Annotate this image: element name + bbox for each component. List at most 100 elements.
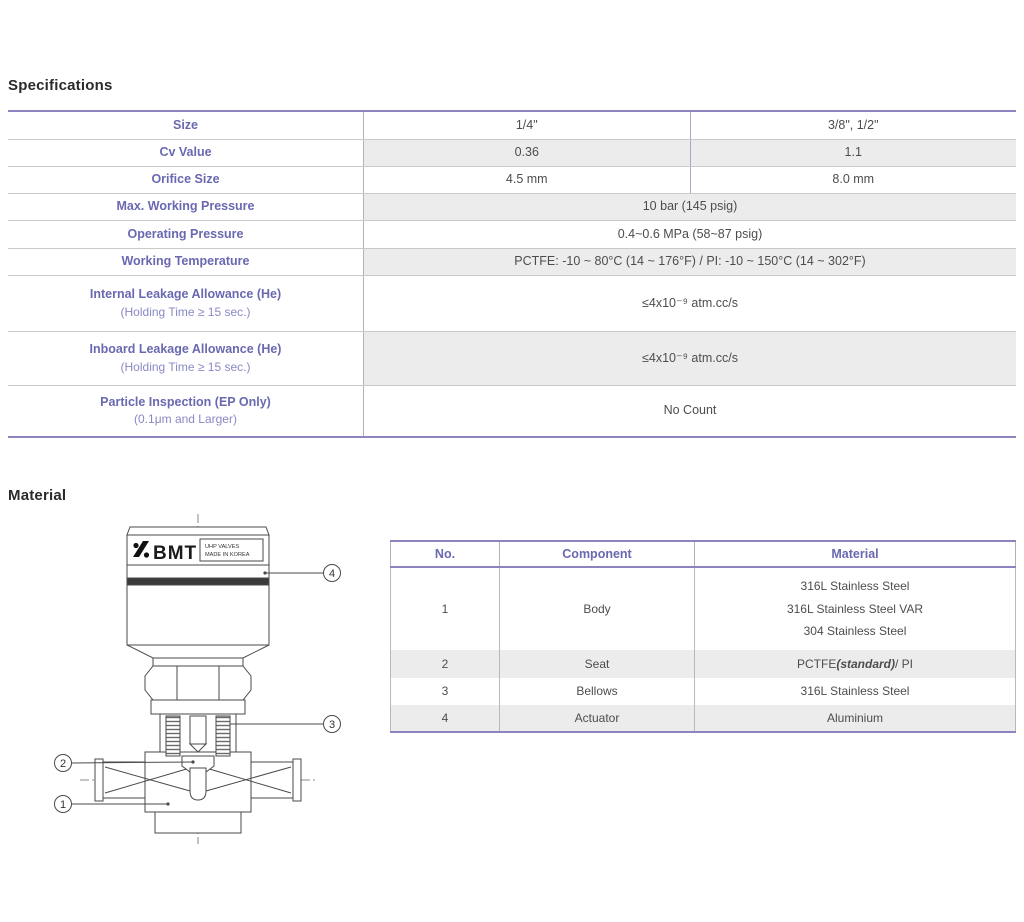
- valve-cross-section: BMT UHP VALVES MADE IN KOREA: [54, 514, 341, 844]
- spec-label: Size: [8, 112, 364, 139]
- spec-row-cv-value: Cv Value 0.36 1.1: [8, 140, 1016, 167]
- cell-no: 4: [390, 705, 500, 731]
- spec-label-sub: (Holding Time ≥ 15 sec.): [120, 359, 251, 374]
- bmt-logo-text: BMT: [153, 543, 197, 564]
- material-option: 316L Stainless Steel VAR: [786, 601, 924, 616]
- bellows-coil-left: [165, 715, 181, 757]
- callout-2-number: 2: [60, 758, 66, 770]
- callout-1-number: 1: [60, 799, 66, 811]
- valve-diagram: BMT UHP VALVES MADE IN KOREA: [50, 500, 350, 890]
- spec-value: 1.1: [690, 140, 1016, 166]
- callout-4-number: 4: [329, 568, 335, 580]
- spec-label-sub: (Holding Time ≥ 15 sec.): [120, 304, 251, 319]
- spec-row-orifice-size: Orifice Size 4.5 mm 8.0 mm: [8, 167, 1016, 194]
- spec-value: PCTFE: -10 ~ 80°C (14 ~ 176°F) / PI: -10…: [364, 249, 1016, 275]
- specifications-title: Specifications: [8, 77, 113, 94]
- cell-component: Seat: [500, 650, 695, 678]
- bellows-coil-right: [215, 715, 231, 757]
- cell-no: 2: [390, 650, 500, 678]
- collar: [152, 657, 244, 667]
- spec-label: Inboard Leakage Allowance (He) (Holding …: [8, 332, 364, 385]
- spec-label: Cv Value: [8, 140, 364, 166]
- spec-row-working-temperature: Working Temperature PCTFE: -10 ~ 80°C (1…: [8, 249, 1016, 276]
- actuator-taper: [126, 644, 270, 659]
- material-table-body: 1 Body 316L Stainless Steel 316L Stainle…: [390, 568, 1016, 733]
- material-option: 316L Stainless Steel: [800, 579, 910, 594]
- material-row-actuator: 4 Actuator Aluminium: [390, 705, 1016, 731]
- spec-value: ≤4x10⁻⁹ atm.cc/s: [642, 295, 738, 310]
- material-row-bellows: 3 Bellows 316L Stainless Steel: [390, 678, 1016, 705]
- cell-material: Aluminium: [695, 705, 1016, 731]
- spec-row-internal-leakage: Internal Leakage Allowance (He) (Holding…: [8, 276, 1016, 332]
- spec-value: 1/4": [364, 112, 691, 139]
- flow-passage-line: [104, 766, 191, 792]
- actuator-dark-band: [126, 577, 270, 586]
- spec-value: 8.0 mm: [832, 172, 875, 187]
- spec-value: No Count: [663, 403, 717, 418]
- flow-passage-line: [104, 767, 191, 794]
- material-table: No. Component Material 1 Body 316L Stain…: [390, 540, 1016, 733]
- cell-component: Actuator: [500, 705, 695, 731]
- spec-value: 3/8", 1/2": [827, 117, 879, 132]
- stem: [189, 715, 207, 745]
- cell-no: 3: [390, 678, 500, 705]
- spec-row-size: Size 1/4" 3/8", 1/2": [8, 112, 1016, 140]
- spec-row-max-working-pressure: Max. Working Pressure 10 bar (145 psig): [8, 194, 1016, 221]
- logo-caption-box: [199, 538, 264, 562]
- spec-label: Internal Leakage Allowance (He) (Holding…: [8, 276, 364, 331]
- tube-end-right: [292, 758, 302, 802]
- callout-3-circle: [323, 715, 341, 733]
- material-option: 304 Stainless Steel: [803, 624, 907, 639]
- spec-value: ≤4x10⁻⁹ atm.cc/s: [364, 332, 1016, 385]
- callout-4-dot: [263, 571, 267, 575]
- spec-row-particle-inspection: Particle Inspection (EP Only) (0.1μm and…: [8, 386, 1016, 436]
- spec-label: Operating Pressure: [8, 221, 364, 248]
- specifications-table: Size 1/4" 3/8", 1/2" Cv Value 0.36 1.1 O…: [8, 110, 1016, 438]
- callout-1-dot: [166, 802, 170, 806]
- logo-caption-line2: MADE IN KOREA: [205, 552, 250, 558]
- spec-label: Particle Inspection (EP Only) (0.1μm and…: [8, 386, 364, 436]
- cell-no: 1: [390, 568, 500, 650]
- logo-caption-line1: UHP VALVES: [205, 544, 239, 550]
- spec-value: 4.5 mm: [364, 167, 691, 193]
- cell-component: Bellows: [500, 678, 695, 705]
- hex-nut: [144, 665, 252, 701]
- cell-component: Body: [500, 568, 695, 650]
- cell-material-list: 316L Stainless Steel 316L Stainless Stee…: [695, 568, 1016, 650]
- spec-label-sub: (0.1μm and Larger): [134, 412, 237, 427]
- flow-passage-line: [205, 766, 292, 792]
- tube-end-left: [94, 758, 104, 802]
- callout-2-circle: [54, 754, 72, 772]
- material-title: Material: [8, 487, 67, 504]
- flow-passage-line: [205, 767, 292, 794]
- callout-2-dot: [191, 760, 195, 764]
- callouts: [54, 564, 341, 813]
- header-no: No.: [390, 542, 500, 566]
- callout-1-circle: [54, 795, 72, 813]
- spec-value: 0.4~0.6 MPa (58~87 psig): [617, 226, 763, 241]
- actuator-cap-body: [126, 534, 270, 646]
- spec-row-operating-pressure: Operating Pressure 0.4~0.6 MPa (58~87 ps…: [8, 221, 1016, 249]
- material-table-header: No. Component Material: [390, 540, 1016, 568]
- stem-tip: [188, 743, 208, 753]
- actuator-cap-top: [126, 526, 270, 536]
- header-component: Component: [500, 542, 695, 566]
- material-row-body: 1 Body 316L Stainless Steel 316L Stainle…: [390, 568, 1016, 650]
- spec-label: Orifice Size: [8, 167, 364, 193]
- flange: [150, 699, 246, 715]
- spec-label: Max. Working Pressure: [8, 194, 364, 220]
- callout-3-number: 3: [329, 719, 335, 731]
- plug: [189, 767, 207, 801]
- body-bottom: [154, 811, 242, 834]
- bmt-logo-mark: [133, 541, 150, 558]
- spec-row-inboard-leakage: Inboard Leakage Allowance (He) (Holding …: [8, 332, 1016, 386]
- material-row-seat: 2 Seat PCTFE (standard) / PI: [390, 650, 1016, 678]
- spec-value: 0.36: [364, 140, 691, 166]
- cell-material: PCTFE (standard) / PI: [695, 650, 1016, 678]
- header-material: Material: [695, 542, 1016, 566]
- standard-emphasis: (standard): [836, 656, 895, 671]
- cell-material: 316L Stainless Steel: [695, 678, 1016, 705]
- spec-label: Working Temperature: [8, 249, 364, 275]
- callout-4-circle: [323, 564, 341, 582]
